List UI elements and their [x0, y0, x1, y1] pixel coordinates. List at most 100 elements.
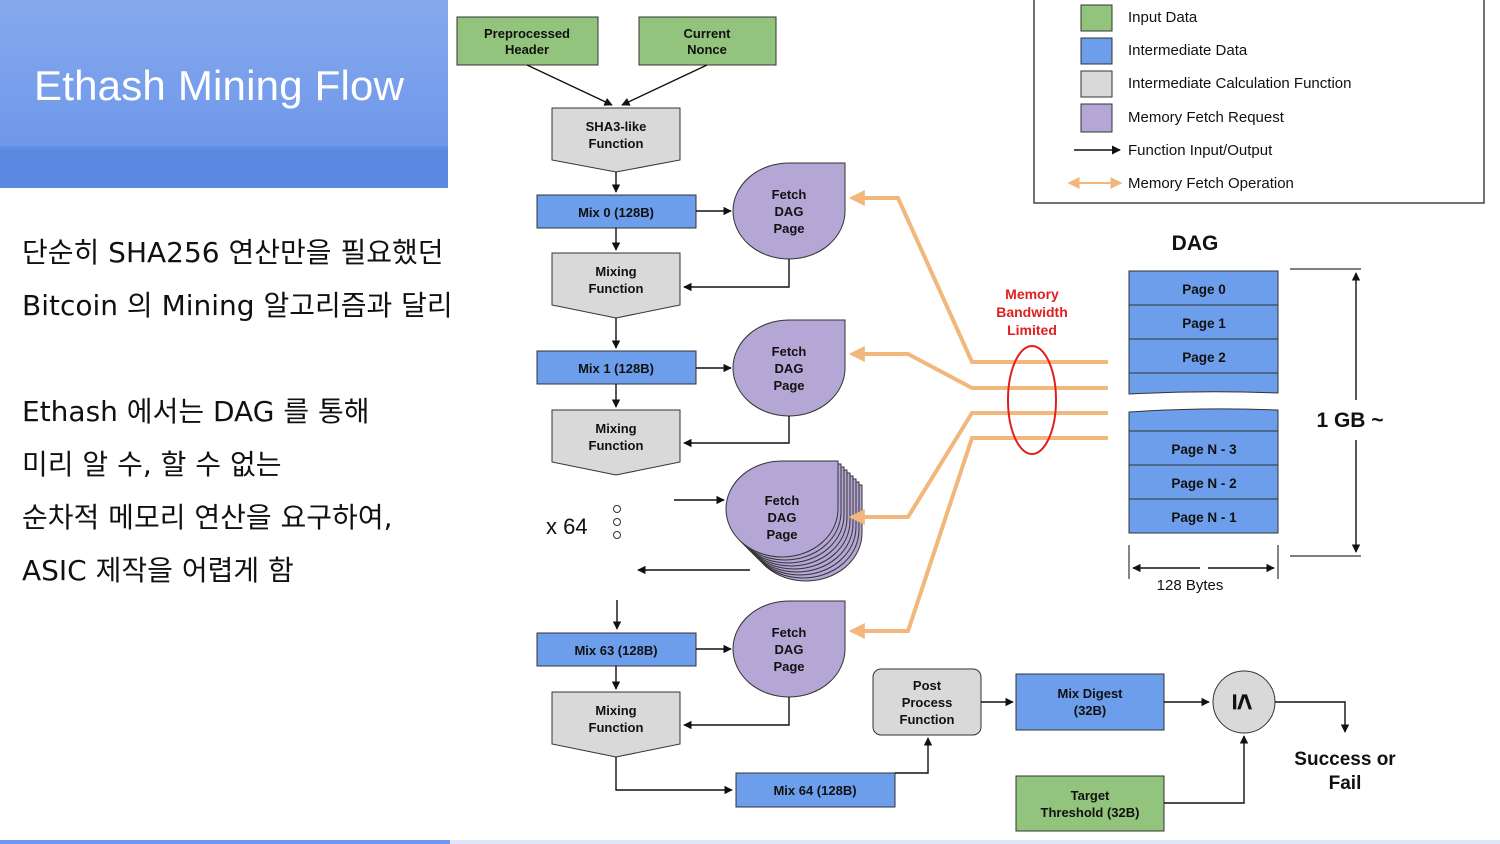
result-label: Success or	[1294, 749, 1396, 770]
node-label: Function	[589, 438, 644, 453]
target-threshold-input: Target Threshold (32B)	[1015, 775, 1165, 832]
flow-arrow	[1164, 735, 1249, 804]
sha3-function: SHA3-like Function	[551, 107, 681, 173]
bottom-rule	[0, 840, 1500, 844]
flow-arrow	[615, 757, 733, 795]
dag-page	[1128, 498, 1279, 534]
legend-label: Function Input/Output	[1128, 142, 1273, 159]
fetch-dag-page-0: Fetch DAG Page	[732, 162, 846, 260]
flow-arrow	[526, 64, 613, 106]
description-line: ASIC 제작을 어렵게 함	[22, 554, 294, 587]
node-label: Page	[766, 527, 797, 542]
flow-arrow	[683, 259, 790, 292]
memory-fetch-arrow	[848, 411, 1108, 525]
node-label: Function	[589, 136, 644, 151]
dag-pages-bottom: Page N - 3 Page N - 2 Page N - 1	[1128, 408, 1279, 534]
dag-width-label: 128 Bytes	[1157, 577, 1224, 594]
fetch-dag-page-1: Fetch DAG Page	[732, 319, 846, 417]
node-label: Page	[773, 378, 804, 393]
legend-swatch-intermediate	[1080, 37, 1113, 65]
node-label: (32B)	[1074, 703, 1107, 718]
memory-fetch-arrow	[848, 436, 1108, 639]
slide-title: Ethash Mining Flow	[34, 62, 405, 109]
node-label: Mix 64 (128B)	[773, 783, 856, 798]
bandwidth-limit-ellipse	[1007, 345, 1057, 455]
node-label: Function	[589, 720, 644, 735]
node-label: Process	[902, 695, 953, 710]
flow-arrow	[683, 416, 790, 448]
node-label: DAG	[775, 642, 804, 657]
node-label: DAG	[775, 204, 804, 219]
bandwidth-label: Limited	[1007, 322, 1057, 338]
title-banner-band	[0, 150, 448, 188]
mixing-function-1: Mixing Function	[551, 252, 681, 319]
node-label: Mixing	[595, 703, 636, 718]
legend-label: Memory Fetch Operation	[1128, 175, 1294, 192]
dag-page-label: Page 2	[1182, 350, 1226, 365]
compare-operator: ≤	[1212, 670, 1276, 734]
description-line: 단순히 SHA256 연산만을 필요했던	[22, 236, 444, 269]
bandwidth-label: Memory	[1005, 286, 1059, 302]
description-line: 순차적 메모리 연산을 요구하여,	[22, 501, 393, 534]
dag-page-torn-bottom	[1128, 408, 1279, 432]
legend-swatch-function	[1080, 70, 1113, 98]
memory-fetch-arrow	[848, 346, 1108, 390]
dag-page-torn-top	[1128, 372, 1279, 395]
legend: Input Data Intermediate Data Intermediat…	[1033, 0, 1485, 204]
legend-swatch-fetch	[1080, 103, 1113, 133]
legend-frame	[1033, 0, 1485, 204]
mix-digest-node: Mix Digest (32B)	[1015, 673, 1165, 731]
compare-symbol: ≤	[1226, 694, 1259, 710]
mix-0-node: Mix 0 (128B)	[536, 194, 697, 229]
dag-page	[1128, 464, 1279, 500]
node-label: Fetch	[765, 493, 800, 508]
node-label: Fetch	[772, 344, 807, 359]
dag-page-label: Page N - 1	[1171, 510, 1237, 525]
dag-page	[1128, 430, 1279, 466]
node-label: Page	[773, 221, 804, 236]
flow-arrow	[895, 737, 933, 774]
dag-pages-top: Page 0 Page 1 Page 2	[1128, 270, 1279, 395]
node-label: Mixing	[595, 421, 636, 436]
ellipsis-dot	[613, 518, 621, 526]
node-label: Threshold (32B)	[1041, 805, 1140, 820]
legend-swatch-input	[1080, 4, 1113, 32]
description-line: 미리 알 수, 할 수 없는	[22, 448, 282, 481]
legend-label: Memory Fetch Request	[1128, 109, 1285, 126]
mix-1-node: Mix 1 (128B)	[536, 350, 697, 385]
ellipsis-dot	[613, 505, 621, 513]
dag-page-label: Page 0	[1182, 282, 1226, 297]
node-label: Current	[684, 26, 732, 41]
node-label: Post	[913, 678, 942, 693]
node-label: Fetch	[772, 625, 807, 640]
dag-title: DAG	[1172, 232, 1219, 255]
node-label: DAG	[775, 361, 804, 376]
fetch-dag-page-stack: Fetch DAG Page	[725, 460, 863, 582]
input-preprocessed-header: Preprocessed Header	[456, 16, 599, 66]
legend-label: Intermediate Data	[1128, 42, 1248, 59]
fetch-dag-page-63: Fetch DAG Page	[732, 600, 846, 698]
bandwidth-label: Bandwidth	[996, 304, 1068, 320]
mix-64-node: Mix 64 (128B)	[735, 772, 896, 808]
flow-arrow	[683, 697, 790, 730]
node-label: Preprocessed	[484, 26, 570, 41]
description-text: 단순히 SHA256 연산만을 필요했던 Bitcoin 의 Mining 알고…	[22, 226, 462, 597]
node-label: Page	[773, 659, 804, 674]
node-label: Target	[1071, 788, 1110, 803]
node-label: Mix 1 (128B)	[578, 361, 654, 376]
description-line: Ethash 에서는 DAG 를 통해	[22, 395, 370, 428]
node-label: SHA3-like	[586, 119, 647, 134]
node-label: Function	[900, 712, 955, 727]
mixing-function-3: Mixing Function	[551, 691, 681, 758]
mixing-function-2: Mixing Function	[551, 409, 681, 476]
node-label: Function	[589, 281, 644, 296]
description-line: Bitcoin 의 Mining 알고리즘과 달리	[22, 289, 453, 322]
legend-label: Intermediate Calculation Function	[1128, 75, 1351, 92]
node-label: Header	[505, 42, 549, 57]
title-banner: Ethash Mining Flow	[0, 0, 448, 188]
bottom-rule-accent	[0, 840, 450, 844]
flow-arrow	[1275, 701, 1350, 733]
dag-page	[1128, 270, 1279, 306]
node-label: Mix Digest	[1057, 686, 1123, 701]
